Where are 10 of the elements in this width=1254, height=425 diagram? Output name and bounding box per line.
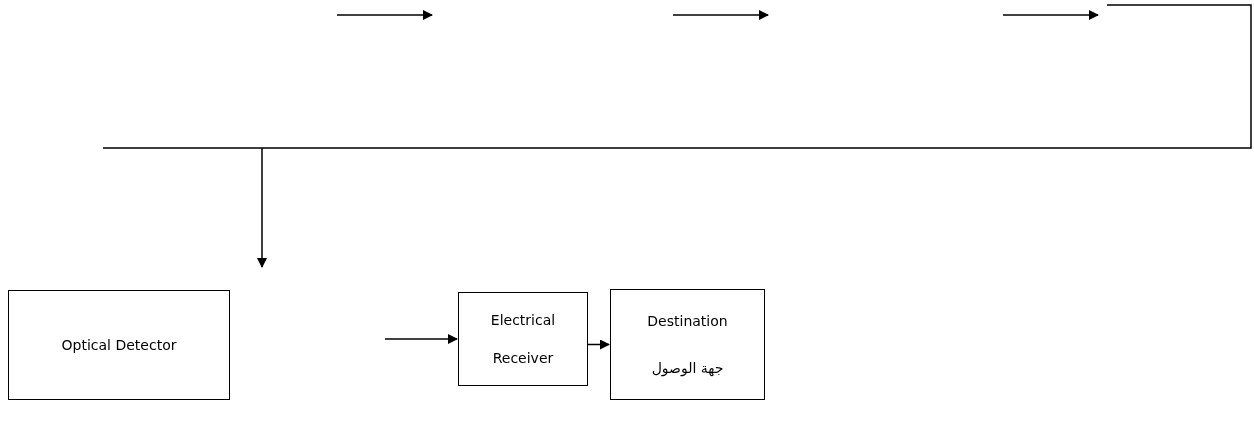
process-box — [610, 289, 765, 400]
arrow — [587, 339, 610, 350]
process-box — [458, 292, 588, 386]
node-label: Receiver — [492, 350, 554, 366]
process-box — [8, 290, 230, 400]
arrow — [384, 334, 458, 344]
node-label: جهة الوصول — [651, 359, 724, 376]
node-label: Optical Detector — [61, 337, 177, 353]
node-label: Electrical — [490, 312, 556, 328]
node-label: Destination — [647, 313, 728, 330]
